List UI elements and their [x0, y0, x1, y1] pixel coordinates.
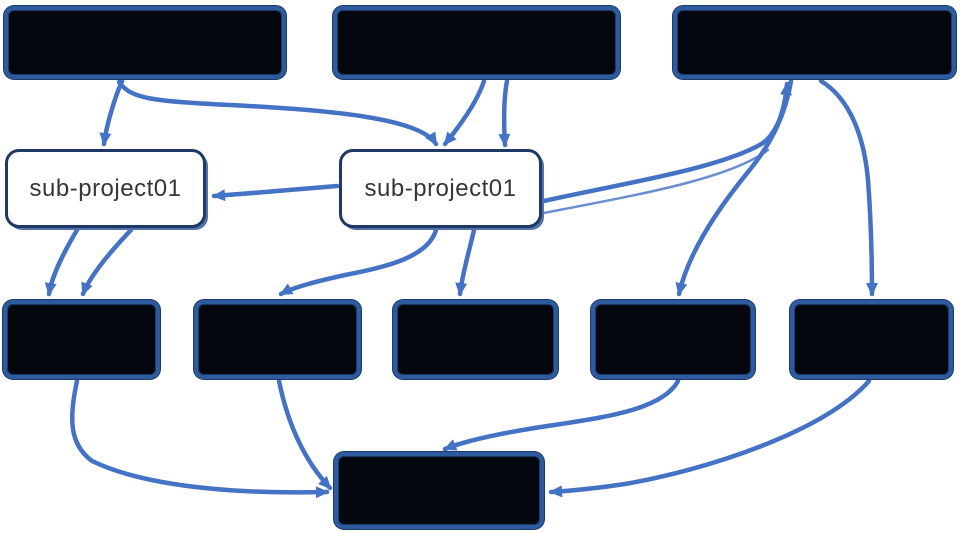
- connector-top3-middle5: [818, 78, 878, 297]
- connector-middle4-bottom1: [442, 378, 681, 452]
- node-middle-1: [3, 300, 160, 379]
- connector-top3-middle4: [675, 78, 794, 297]
- connector-sub2-middle2: [278, 227, 439, 297]
- node-middle-2: [194, 300, 361, 379]
- node-top-2: [333, 6, 620, 79]
- connector-sub2-top3: [541, 81, 792, 204]
- connector-top1-sub2: [116, 79, 439, 147]
- node-sub-project-1-label: sub-project01: [29, 174, 182, 202]
- connector-sub2-middle3: [455, 227, 477, 297]
- connector-sub2-top3-sketch: [542, 148, 770, 215]
- connector-sub2-sub1: [211, 183, 340, 202]
- connector-middle1-bottom1: [69, 378, 330, 499]
- node-middle-3: [393, 300, 558, 379]
- connector-sub1-middle1-a: [44, 227, 80, 297]
- connector-top2-sub2-b: [498, 78, 511, 148]
- connector-middle5-bottom1: [548, 378, 872, 498]
- node-bottom-1: [334, 452, 544, 529]
- node-sub-project-2: sub-project01: [339, 149, 542, 228]
- node-middle-4: [591, 300, 755, 379]
- connector-top2-sub2-a: [442, 78, 487, 147]
- node-top-1: [4, 6, 286, 79]
- connector-middle2-bottom1: [276, 378, 333, 491]
- connector-top1-sub1: [99, 78, 125, 147]
- node-middle-5: [790, 300, 953, 379]
- connector-sub1-middle1-b: [80, 227, 134, 297]
- node-sub-project-1: sub-project01: [5, 149, 206, 228]
- node-sub-project-2-label: sub-project01: [364, 174, 517, 202]
- node-top-3: [673, 6, 956, 79]
